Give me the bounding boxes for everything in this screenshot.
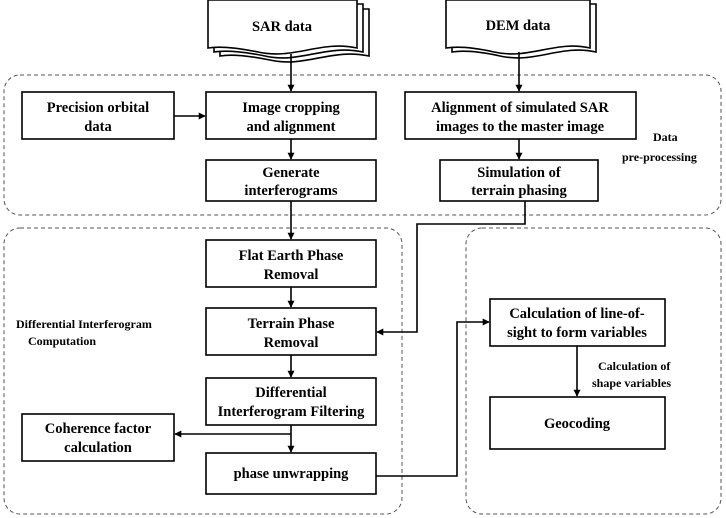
differential-filtering-box: [205, 377, 377, 426]
terrain-phase-line1: Terrain Phase: [248, 316, 335, 332]
terrain-phase-box: [205, 307, 377, 356]
simulation-terrain-line1: Simulation of: [477, 165, 561, 181]
image-cropping-box: [205, 91, 377, 140]
sar-data-input: SAR data: [207, 0, 370, 63]
sar-data-label: SAR data: [252, 19, 313, 35]
dem-data-label: DEM data: [486, 18, 552, 34]
preprocessing-label-line2: pre-processing: [622, 150, 697, 164]
line-of-sight-line2: sight to form variables: [507, 325, 647, 341]
coherence-factor-line1: Coherence factor: [45, 421, 152, 437]
flat-earth-box: [205, 239, 377, 288]
differential-label-line2: Computation: [28, 334, 96, 348]
alignment-simulated-line2: images to the master image: [436, 119, 605, 135]
alignment-simulated-line1: Alignment of simulated SAR: [431, 100, 609, 116]
flat-earth-line1: Flat Earth Phase: [239, 248, 344, 264]
generate-interferograms-line2: interferograms: [244, 183, 337, 199]
arrow-simulation-to-terrain: [376, 201, 526, 336]
terrain-phase-line2: Removal: [264, 335, 319, 351]
dem-data-input: DEM data: [445, 0, 597, 59]
differential-region: [3, 227, 403, 515]
arrow-unwrapping-to-line-of-sight: [376, 318, 490, 477]
differential-filtering-line1: Differential: [255, 385, 326, 401]
phase-unwrapping-box: [205, 452, 377, 495]
simulation-terrain-box: [439, 159, 599, 202]
differential-label-line1: Differential Interferogram: [16, 317, 152, 331]
phase-unwrapping-label: phase unwrapping: [234, 466, 350, 482]
image-cropping-line2: and alignment: [246, 119, 335, 135]
precision-orbital-line1: Precision orbital: [47, 100, 149, 116]
simulation-terrain-line2: terrain phasing: [471, 183, 567, 199]
precision-orbital-line2: data: [84, 119, 112, 135]
differential-filtering-line2: Interferogram Filtering: [218, 404, 365, 420]
geocoding-label: Geocoding: [544, 416, 611, 432]
alignment-simulated-box: [404, 91, 637, 140]
coherence-factor-line2: calculation: [64, 440, 132, 456]
image-cropping-line1: Image cropping: [242, 100, 340, 116]
line-of-sight-box: [489, 298, 666, 347]
geocoding-region: [465, 227, 722, 515]
preprocessing-region: [3, 74, 722, 216]
precision-orbital-data-box: [21, 91, 175, 140]
calc-shape-label-line1: Calculation of: [598, 359, 671, 373]
generate-interferograms-box: [205, 159, 377, 202]
coherence-factor-box: [21, 413, 175, 462]
geocoding-box: [489, 396, 666, 450]
generate-interferograms-line1: Generate: [262, 165, 320, 181]
preprocessing-label-line1: Data: [653, 130, 678, 144]
flat-earth-line2: Removal: [264, 267, 319, 283]
line-of-sight-line1: Calculation of line-of-: [509, 306, 644, 322]
calc-shape-label-line2: shape variables: [592, 376, 671, 390]
